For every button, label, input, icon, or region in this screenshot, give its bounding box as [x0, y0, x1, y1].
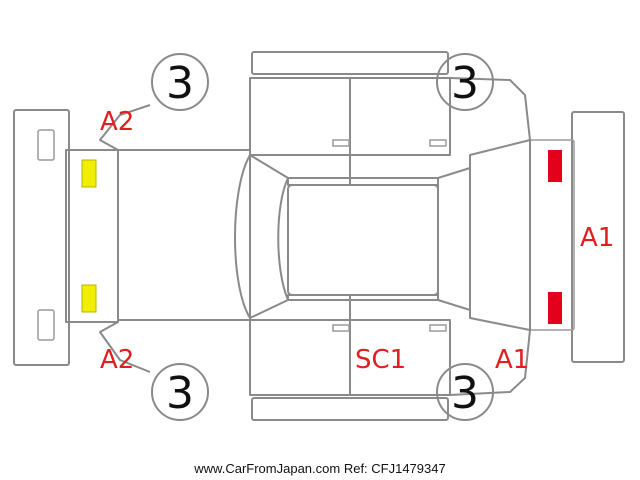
front-bumper	[13, 109, 70, 366]
headlight-upper	[81, 159, 97, 188]
damage-label-rear-lower: A1	[495, 345, 529, 375]
wheel-front-right: 3	[151, 363, 209, 421]
damage-label-door-lower: SC1	[355, 345, 406, 375]
wheel-front-left-label: 3	[166, 58, 194, 109]
wheel-rear-left: 3	[436, 53, 494, 111]
damage-label-rear-side: A1	[580, 223, 614, 253]
taillight-lower	[548, 292, 562, 324]
wheel-front-left: 3	[151, 53, 209, 111]
damage-label-front-lower: A2	[100, 345, 134, 375]
wheel-front-right-label: 3	[166, 368, 194, 419]
damage-label-front-upper: A2	[100, 107, 134, 137]
wheel-rear-right-label: 3	[451, 368, 479, 419]
car-body	[65, 51, 531, 421]
headlight-lower	[81, 284, 97, 313]
wheel-rear-right: 3	[436, 363, 494, 421]
footer-reference: www.CarFromJapan.com Ref: CFJ1479347	[193, 461, 445, 476]
wheel-rear-left-label: 3	[451, 58, 479, 109]
taillight-upper	[548, 150, 562, 182]
